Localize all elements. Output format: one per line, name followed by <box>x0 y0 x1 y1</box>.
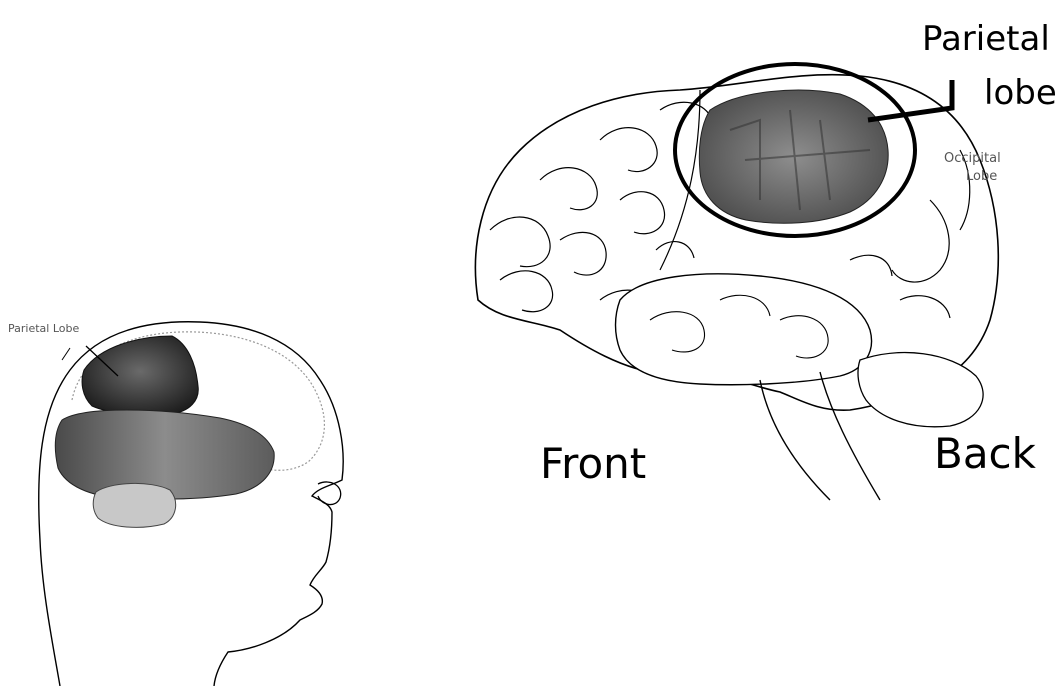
small-parietal-label: Parietal Lobe <box>8 322 79 335</box>
front-label: Front <box>540 439 646 488</box>
large-cerebellum <box>858 353 983 427</box>
cerebellum-region <box>93 483 175 527</box>
temporal-region <box>55 410 274 499</box>
large-lobe-label: lobe <box>984 73 1057 113</box>
occipital-label-line2: Lobe <box>966 169 997 184</box>
large-parietal-label: Parietal <box>922 19 1050 59</box>
large-brain-figure: Parietal lobe Occipital Lobe Front Back <box>475 19 1056 500</box>
small-head-figure: Parietal Lobe <box>8 322 343 686</box>
label-underline <box>62 348 70 360</box>
occipital-label-line1: Occipital <box>944 151 1001 166</box>
parietal-region <box>82 336 198 415</box>
back-label: Back <box>934 429 1037 478</box>
